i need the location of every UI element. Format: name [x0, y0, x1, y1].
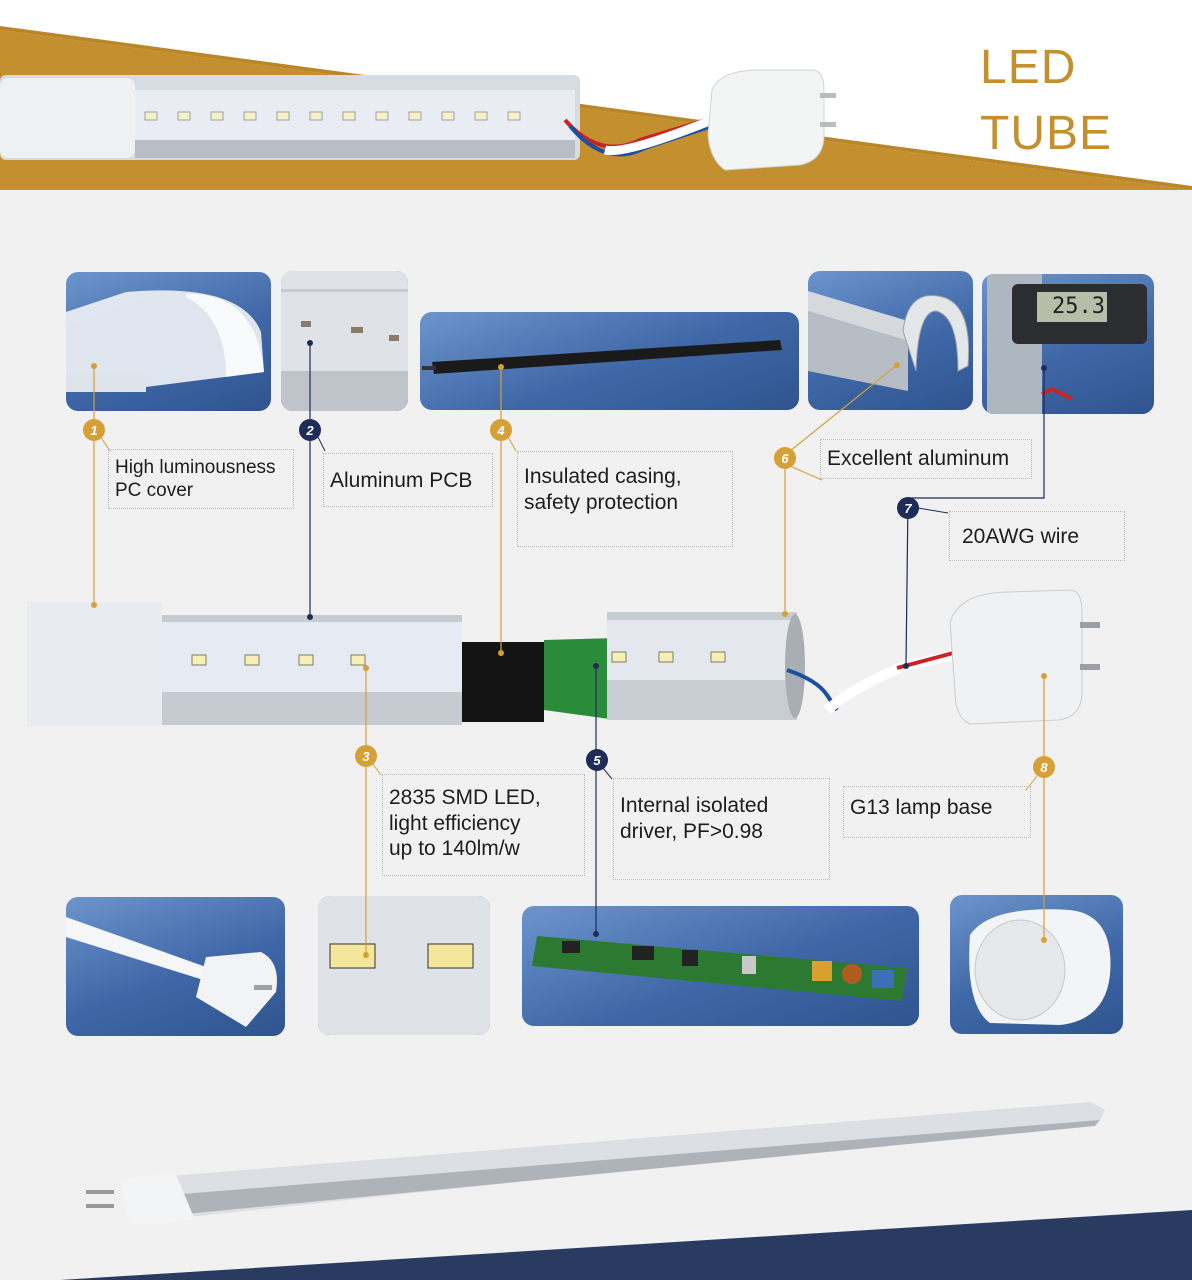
- aluminum-profile-photo: [808, 271, 973, 410]
- dot-8-top: [1041, 673, 1047, 679]
- dot-8-bottom: [1041, 937, 1047, 943]
- badge-3: 3: [355, 745, 377, 767]
- bottom-tube-section: [0, 1080, 1192, 1280]
- badge-1: 1: [83, 419, 105, 441]
- dot-3-top: [363, 665, 369, 671]
- header-banner: LED TUBE: [0, 0, 1192, 190]
- header-title-line2: TUBE: [980, 107, 1113, 160]
- badge-6: 6: [774, 447, 796, 469]
- badge-7: 7: [897, 497, 919, 519]
- dot-6-top: [894, 362, 900, 368]
- badge-8: 8: [1033, 756, 1055, 778]
- callout-aluminum-pcb: Aluminum PCB: [323, 453, 493, 507]
- callout-insulated-casing: Insulated casing, safety protection: [517, 451, 733, 547]
- dot-1-bottom: [91, 602, 97, 608]
- dot-2-bottom: [307, 614, 313, 620]
- dot-4-bottom: [498, 650, 504, 656]
- driver-board-photo: [522, 906, 919, 1026]
- tube-end-photo: [66, 897, 285, 1036]
- pc-cover-photo: [66, 272, 271, 411]
- smd-led-photo: [318, 896, 490, 1035]
- badge-2: 2: [299, 419, 321, 441]
- callout-driver: Internal isolated driver, PF>0.98: [613, 778, 830, 880]
- dot-5-top: [593, 663, 599, 669]
- aluminum-pcb-photo: [281, 271, 408, 411]
- caliper-reading: 25.3: [1052, 294, 1105, 319]
- dot-6-bottom: [782, 611, 788, 617]
- callout-aluminum: Excellent aluminum: [820, 439, 1032, 479]
- callout-lamp-base: G13 lamp base: [843, 786, 1031, 838]
- header-background: [0, 26, 1192, 190]
- badge-5: 5: [586, 749, 608, 771]
- badge-4: 4: [490, 419, 512, 441]
- dot-1-top: [91, 363, 97, 369]
- caliper-photo: 25.3: [982, 274, 1154, 414]
- callout-wire: 20AWG wire: [949, 511, 1125, 561]
- g13-base-photo: [950, 895, 1123, 1034]
- dot-2-top: [307, 340, 313, 346]
- dot-4-top: [498, 364, 504, 370]
- insulated-casing-photo: [420, 312, 799, 410]
- callout-pc-cover: High luminousness PC cover: [108, 449, 294, 509]
- header-title-line1: LED: [980, 41, 1077, 94]
- tube-cutaway: [27, 600, 987, 730]
- dot-5-bottom: [593, 931, 599, 937]
- dot-3-bottom: [363, 952, 369, 958]
- dot-7-top: [1041, 365, 1047, 371]
- dot-7-bottom: [903, 663, 909, 669]
- lamp-base: [940, 582, 1130, 727]
- callout-smd-led: 2835 SMD LED, light efficiency up to 140…: [382, 774, 585, 876]
